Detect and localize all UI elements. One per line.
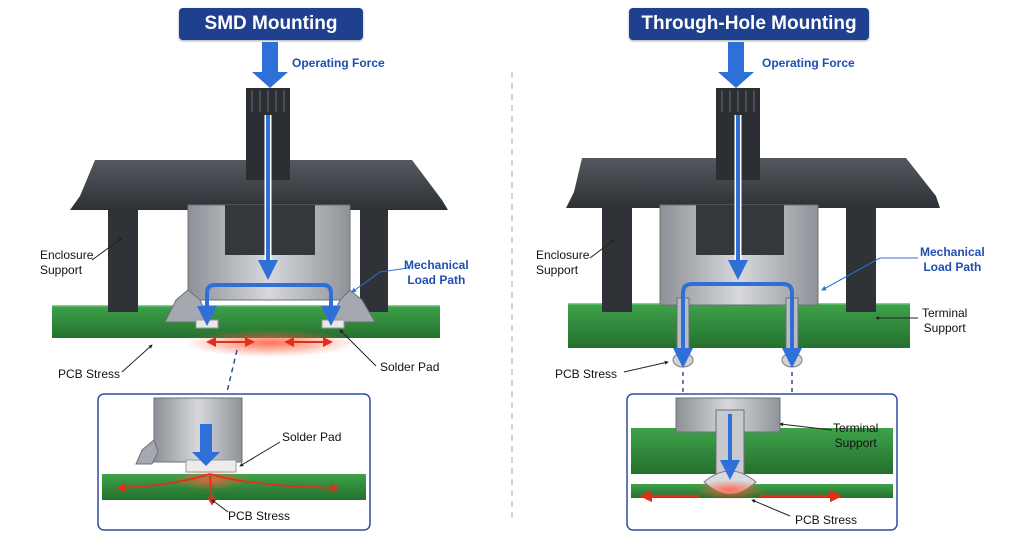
smd-enclosure-leg-right (360, 200, 388, 312)
th-enclosure-top (566, 158, 940, 208)
th-enclosure-support-line2: Support (536, 263, 579, 277)
smd-assembly (52, 42, 448, 531)
th-load-path-line1: Mechanical (920, 245, 985, 259)
th-load-path-line2: Load Path (923, 260, 982, 274)
th-pcb (568, 304, 910, 348)
th-terminal-support-line1: Terminal (922, 306, 968, 320)
smd-solder-pad-label: Solder Pad (380, 360, 440, 374)
through-hole-assembly (566, 42, 940, 531)
th-load-path (673, 115, 802, 368)
smd-load-path-line1: Mechanical (404, 258, 469, 272)
smd-enclosure-top (70, 160, 448, 210)
th-pcb-stress-label: PCB Stress (555, 367, 618, 381)
smd-enclosure-support-line2: Support (40, 263, 83, 277)
th-inset-pcb-stress-label: PCB Stress (795, 513, 858, 527)
smd-inset-pcb-stress-label: PCB Stress (228, 509, 291, 523)
smd-mechanical-load-path-label: Mechanical Load Path (404, 258, 469, 288)
smd-enclosure-support-line1: Enclosure (40, 248, 94, 262)
th-terminal-support-line2: Support (923, 321, 966, 335)
smd-title: SMD Mounting (179, 8, 363, 40)
smd-enclosure-leg-left (108, 200, 138, 312)
smd-pcb-stress-label: PCB Stress (58, 367, 121, 381)
smd-load-path (197, 115, 341, 326)
th-operating-force-label: Operating Force (762, 56, 855, 70)
th-enclosure-support-line1: Enclosure (536, 248, 590, 262)
smd-operating-force-arrow (252, 42, 288, 88)
th-terminal-support-label: Terminal Support (922, 306, 967, 336)
th-inset-terminal-support-label: Terminal Support (833, 421, 878, 451)
smd-load-path-line2: Load Path (407, 273, 466, 287)
th-enclosure-support-label: Enclosure Support (536, 248, 589, 278)
smd-inset-solder-pad-label: Solder Pad (282, 430, 342, 444)
th-inset-terminal-support-line1: Terminal (833, 421, 879, 435)
smd-operating-force-label: Operating Force (292, 56, 385, 70)
th-operating-force-arrow (718, 42, 754, 88)
smd-enclosure-support-label: Enclosure Support (40, 248, 93, 278)
th-mechanical-load-path-label: Mechanical Load Path (920, 245, 985, 275)
smd-lead-right (329, 289, 376, 323)
through-hole-title: Through-Hole Mounting (629, 8, 869, 40)
th-inset-terminal-support-line2: Support (834, 436, 877, 450)
smd-stress-glow (185, 329, 355, 357)
